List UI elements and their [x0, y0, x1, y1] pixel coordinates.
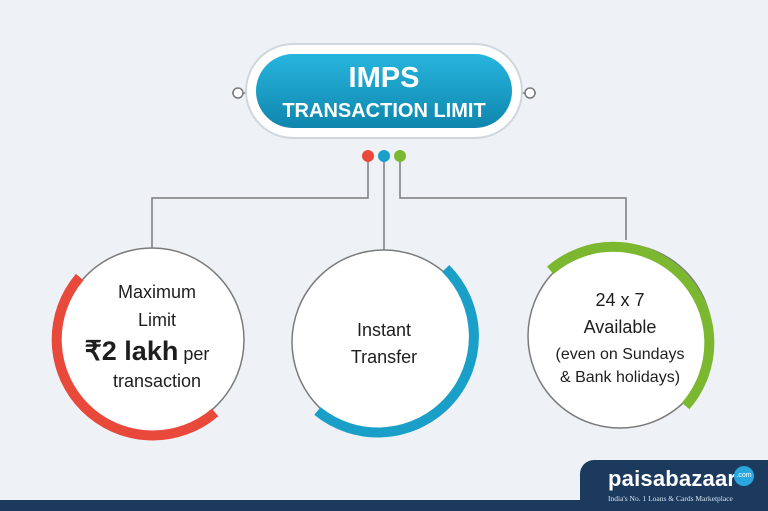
card-availability: 24 x 7 Available (even on Sundays & Bank… [527, 241, 715, 429]
card-max-limit-line4: transaction [113, 371, 201, 391]
brand-name: paisabazaar [608, 466, 737, 491]
card-max-limit-amount: ₹2 lakh [85, 336, 179, 366]
card-max-limit: Maximum Limit ₹2 lakh per transaction [51, 247, 245, 441]
footer-band [0, 500, 768, 511]
title-right-knob [524, 87, 536, 99]
title-pill-inner [256, 54, 512, 128]
card-instant-transfer-arc [314, 264, 479, 438]
card-instant-transfer: Instant Transfer [291, 249, 479, 438]
connector-dots [362, 150, 406, 162]
title-badge: IMPS TRANSACTION LIMIT [232, 43, 536, 139]
card-availability-line4: & Bank holidays) [560, 369, 680, 386]
connector-dot-green [394, 150, 406, 162]
card-availability-line2: Available [584, 317, 657, 337]
card-max-limit-arc [51, 273, 219, 441]
brand-badge-icon: .com [734, 466, 754, 486]
title-line2: TRANSACTION LIMIT [282, 100, 485, 122]
card-max-limit-line2: Limit [138, 310, 176, 330]
connector-dot-blue [378, 150, 390, 162]
card-max-limit-amount-suffix: per [178, 344, 209, 364]
card-max-limit-line1: Maximum [118, 282, 196, 302]
card-instant-transfer-line2: Transfer [351, 347, 417, 367]
brand-tagline: India's No. 1 Loans & Cards Marketplace [608, 494, 733, 503]
card-availability-line3: (even on Sundays [556, 346, 685, 363]
card-availability-arc [547, 241, 715, 410]
title-left-knob [232, 87, 244, 99]
connector-dot-red [362, 150, 374, 162]
card-availability-line1: 24 x 7 [595, 290, 644, 310]
brand-logo: paisabazaar .com India's No. 1 Loans & C… [580, 460, 768, 511]
card-max-limit-amount-line: ₹2 lakh per [85, 336, 210, 366]
title-line1: IMPS [349, 62, 420, 94]
connector-lines [151, 162, 627, 250]
card-instant-transfer-line1: Instant [357, 320, 411, 340]
